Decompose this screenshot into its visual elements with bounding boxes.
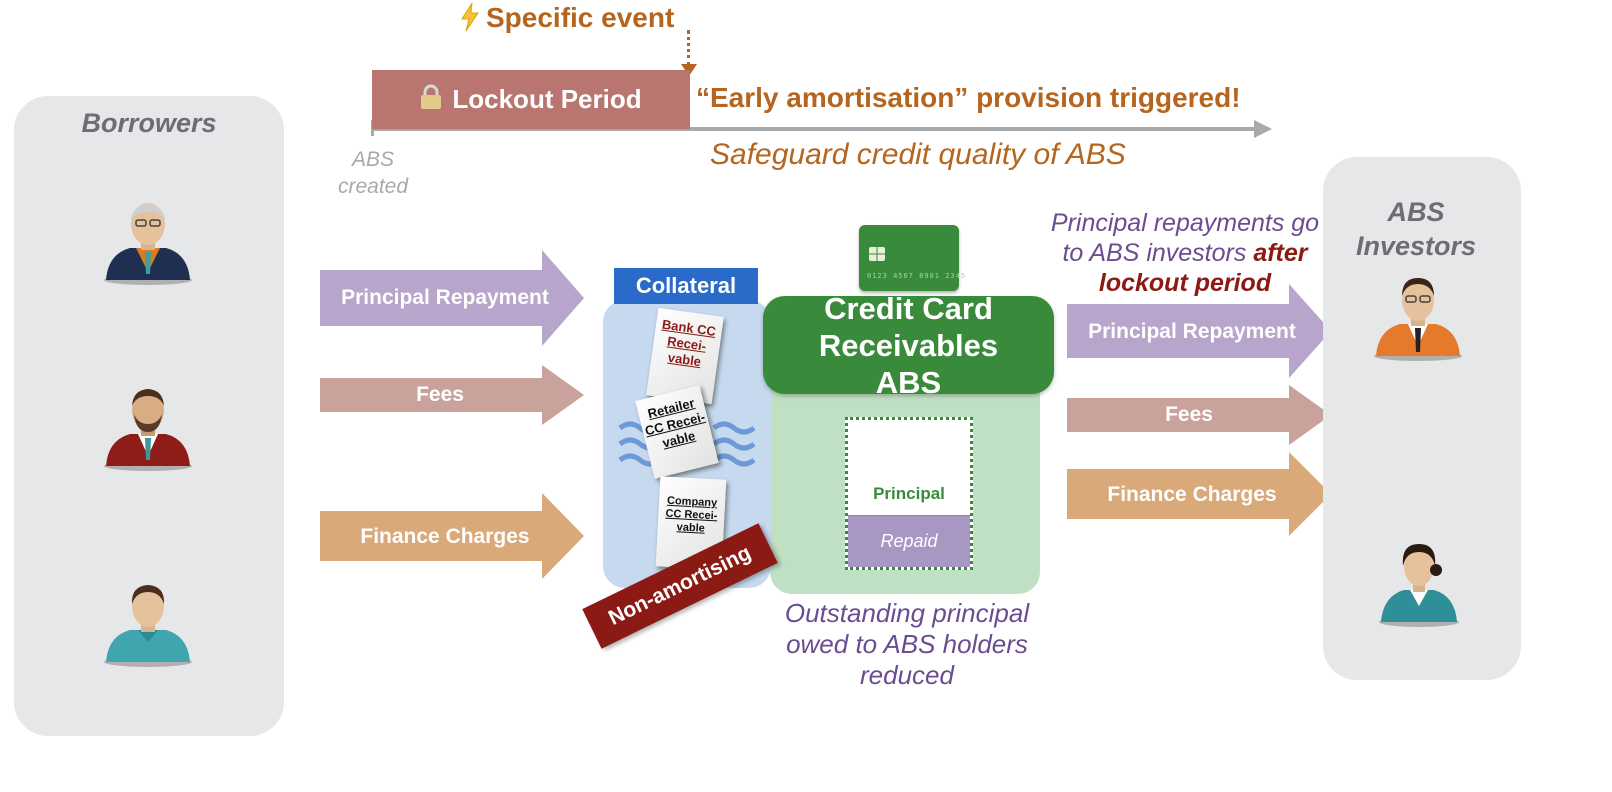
safeguard-text: Safeguard credit quality of ABS — [710, 138, 1126, 171]
borrower-avatar — [100, 384, 196, 479]
investor-avatar — [1370, 274, 1466, 369]
borrowers-title: Borrowers — [81, 108, 217, 138]
borrower-avatar — [100, 198, 196, 293]
principal-box: Principal Repaid — [845, 417, 973, 570]
investor-avatar — [1376, 540, 1462, 635]
abs-created-label: ABS created — [337, 148, 409, 198]
trigger-text: “Early amortisation” provision triggered… — [696, 82, 1241, 113]
investors-note-text: Principal repayments go to ABS investors — [1050, 209, 1320, 267]
investors-note-emphasis: after lockout period — [1098, 239, 1308, 297]
flow-label: Finance Charges — [1107, 483, 1277, 506]
abs-title-box: Credit Card Receivables ABS — [763, 291, 1054, 400]
collateral-title-text: Collateral — [635, 273, 737, 298]
principal-label: Principal — [873, 484, 945, 503]
specific-event-label: Specific event — [486, 2, 675, 33]
repaid-label: Repaid — [880, 531, 938, 551]
borrower-avatar — [100, 580, 196, 675]
credit-card-icon: 0123 4567 8901 2345 — [859, 225, 965, 291]
flow-label: Fees — [416, 383, 464, 406]
collateral-title: Collateral — [614, 268, 758, 304]
right-flow-arrow-fees: Fees — [1067, 385, 1331, 445]
right-flow-arrow-principal: Principal Repayment — [1067, 284, 1331, 378]
lightning-icon — [458, 2, 482, 32]
receivable-card-label: Retailer CC Recei-vable — [643, 395, 707, 451]
flow-label: Principal Repayment — [1088, 320, 1296, 343]
left-flow-arrow-principal: Principal Repayment — [320, 250, 584, 346]
lock-icon — [420, 84, 442, 115]
abs-title: Credit Card Receivables ABS — [818, 290, 999, 400]
receivable-card-label: Bank CC Recei-vable — [661, 316, 717, 370]
card-number: 0123 4567 8901 2345 — [867, 272, 967, 280]
lockout-period-bar: Lockout Period — [372, 70, 690, 129]
event-marker-line — [687, 30, 690, 66]
flow-label: Principal Repayment — [341, 286, 549, 309]
left-flow-arrow-fees: Fees — [320, 365, 584, 425]
flow-label: Finance Charges — [360, 525, 530, 548]
investors-note: Principal repayments go to ABS investors… — [1040, 208, 1330, 298]
lockout-period-label: Lockout Period — [452, 84, 642, 114]
left-flow-arrow-finance: Finance Charges — [320, 493, 584, 579]
outstanding-principal-caption: Outstanding principal owed to ABS holder… — [784, 598, 1030, 690]
flow-label: Fees — [1165, 403, 1213, 426]
repaid-segment: Repaid — [848, 515, 970, 567]
investors-title: ABS Investors — [1355, 197, 1477, 261]
timeline-arrowhead — [1254, 120, 1272, 138]
receivable-card-label: Company CC Recei-vable — [665, 494, 718, 535]
timeline-axis — [372, 127, 1258, 131]
right-flow-arrow-finance: Finance Charges — [1067, 452, 1331, 536]
